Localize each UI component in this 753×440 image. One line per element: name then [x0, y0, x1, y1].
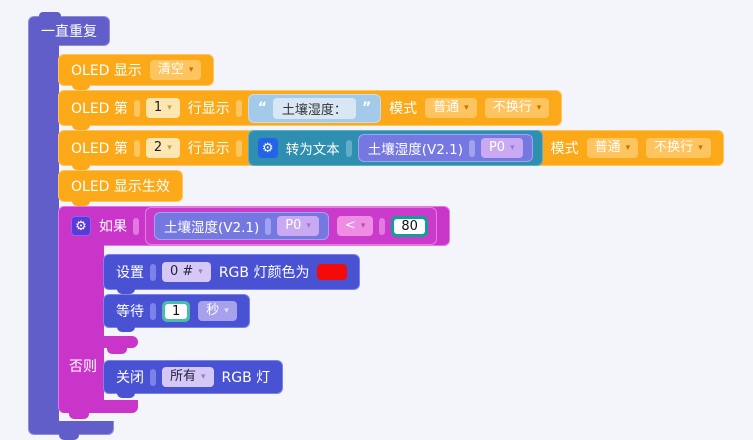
chevron-down-icon: ▾ — [167, 102, 172, 113]
else-label: 否则 — [69, 359, 97, 375]
if-branch-false: 否则 关闭 所有 ▾ RGB 灯 — [58, 348, 450, 400]
oled-clear-label: OLED 显示 — [71, 63, 142, 79]
pin-dropdown[interactable]: P0 ▾ — [480, 137, 523, 159]
oled-line1-prefix: OLED 第 — [71, 101, 128, 117]
repeat-forever-block[interactable]: 一直重复 OLED 显示 清空 ▾ OLED 第 — [28, 12, 724, 440]
line-number-dropdown[interactable]: 1 ▾ — [145, 97, 180, 119]
input-socket — [150, 302, 156, 320]
input-socket — [150, 368, 156, 386]
color-swatch[interactable] — [317, 264, 348, 280]
soil-moisture-label: 土壤湿度(V2.1) — [367, 142, 463, 158]
rgb-off-block[interactable]: 关闭 所有 ▾ RGB 灯 — [103, 360, 284, 398]
input-socket — [133, 99, 140, 117]
set-label: 设置 — [116, 265, 144, 281]
string-literal-block[interactable]: “ 土壤湿度： ” — [247, 93, 382, 123]
comparison-block[interactable]: 土壤湿度(V2.1) P0 ▾ < ▾ — [145, 206, 437, 246]
time-unit-dropdown[interactable]: 秒 ▾ — [198, 300, 237, 322]
input-socket — [235, 99, 242, 117]
soil-moisture-label: 土壤湿度(V2.1) — [164, 220, 260, 236]
input-socket — [133, 139, 140, 157]
repeat-forever-footer — [28, 421, 114, 440]
input-socket — [133, 217, 139, 235]
blockly-workspace: 一直重复 OLED 显示 清空 ▾ OLED 第 — [28, 12, 724, 440]
wait-block[interactable]: 等待 1 秒 ▾ — [103, 294, 250, 332]
set-rgb-color-block[interactable]: 设置 0 # ▾ RGB 灯颜色为 — [103, 254, 361, 294]
operator-dropdown[interactable]: < ▾ — [336, 215, 374, 237]
repeat-forever-label: 一直重复 — [41, 24, 97, 40]
if-branch-cap — [58, 336, 138, 354]
input-socket — [345, 139, 352, 157]
repeat-forever-header[interactable]: 一直重复 — [28, 12, 110, 46]
oled-line2-suffix: 行显示 — [187, 141, 230, 157]
oled-line2-prefix: OLED 第 — [71, 141, 128, 157]
chevron-down-icon: ▾ — [698, 142, 703, 153]
oled-apply-label: OLED 显示生效 — [71, 179, 170, 195]
soil-moisture-sensor-block[interactable]: 土壤湿度(V2.1) P0 ▾ — [154, 211, 329, 241]
oled-line2-block[interactable]: OLED 第 2 ▾ 行显示 ⚙ 转为文本 — [58, 129, 724, 170]
chevron-down-icon: ▾ — [224, 305, 229, 316]
if-branch-true: 设置 0 # ▾ RGB 灯颜色为 — [58, 242, 450, 336]
oled-apply-block[interactable]: OLED 显示生效 — [58, 170, 183, 206]
chevron-down-icon: ▾ — [360, 220, 366, 231]
convert-to-text-label: 转为文本 — [285, 142, 340, 158]
wrap-dropdown[interactable]: 不换行 ▾ — [646, 137, 711, 159]
chevron-down-icon: ▾ — [536, 102, 542, 113]
open-quote-icon: “ — [257, 100, 267, 116]
input-socket — [235, 139, 242, 157]
input-socket — [265, 217, 272, 235]
input-socket — [150, 263, 156, 281]
chevron-down-icon: ▾ — [464, 102, 469, 113]
if-bottom-cap — [58, 400, 138, 419]
if-else-block[interactable]: ⚙ 如果 土壤湿度(V2.1) P0 ▾ — [58, 206, 450, 419]
rgb-scope-dropdown[interactable]: 所有 ▾ — [162, 366, 214, 388]
chevron-down-icon: ▾ — [625, 142, 631, 153]
mode-label: 模式 — [550, 141, 579, 157]
oled-line1-suffix: 行显示 — [187, 101, 230, 117]
wait-value-block[interactable]: 1 — [162, 300, 191, 322]
block-stack: 一直重复 OLED 显示 清空 ▾ OLED 第 — [28, 12, 724, 440]
rgb-off-label: 关闭 — [116, 370, 144, 386]
mode-label: 模式 — [389, 101, 418, 117]
chevron-down-icon: ▾ — [167, 142, 172, 153]
threshold-value-input[interactable]: 80 — [394, 218, 425, 234]
chevron-down-icon: ▾ — [306, 220, 311, 231]
chevron-down-icon: ▾ — [201, 371, 206, 382]
if-label: 如果 — [99, 219, 127, 235]
rgb-index-dropdown[interactable]: 0 # ▾ — [162, 261, 211, 283]
chevron-down-icon: ▾ — [188, 64, 194, 75]
oled-clear-mode-dropdown[interactable]: 清空 ▾ — [149, 59, 202, 81]
mode-dropdown[interactable]: 普通 ▾ — [425, 97, 477, 119]
gear-icon: ⚙ — [257, 138, 278, 158]
line-number-dropdown[interactable]: 2 ▾ — [145, 137, 180, 159]
input-socket — [468, 139, 475, 157]
if-header[interactable]: ⚙ 如果 土壤湿度(V2.1) P0 ▾ — [58, 206, 450, 246]
pin-dropdown[interactable]: P0 ▾ — [277, 215, 319, 237]
gear-icon: ⚙ — [71, 216, 91, 236]
repeat-forever-body: OLED 显示 清空 ▾ OLED 第 1 ▾ — [28, 42, 724, 421]
rgb-off-rest-label: RGB 灯 — [221, 370, 271, 386]
wait-value-input[interactable]: 1 — [165, 303, 188, 319]
convert-to-text-block[interactable]: ⚙ 转为文本 土壤湿度(V2.1) P0 ▾ — [247, 129, 543, 167]
close-quote-icon: ” — [361, 100, 372, 116]
soil-moisture-sensor-block[interactable]: 土壤湿度(V2.1) P0 ▾ — [357, 133, 533, 163]
chevron-down-icon: ▾ — [510, 142, 515, 153]
rgb-color-label: RGB 灯颜色为 — [218, 265, 310, 281]
oled-display-clear-block[interactable]: OLED 显示 清空 ▾ — [58, 54, 215, 90]
text-string-input[interactable]: 土壤湿度： — [272, 97, 356, 119]
oled-line1-block[interactable]: OLED 第 1 ▾ 行显示 “ 土壤湿度： ” 模式 — [58, 90, 563, 130]
mode-dropdown[interactable]: 普通 ▾ — [586, 137, 639, 159]
chevron-down-icon: ▾ — [198, 266, 203, 277]
input-socket — [379, 217, 386, 235]
wait-label: 等待 — [116, 304, 144, 320]
threshold-value-block[interactable]: 80 — [391, 215, 428, 237]
wrap-dropdown[interactable]: 不换行 ▾ — [484, 97, 550, 119]
